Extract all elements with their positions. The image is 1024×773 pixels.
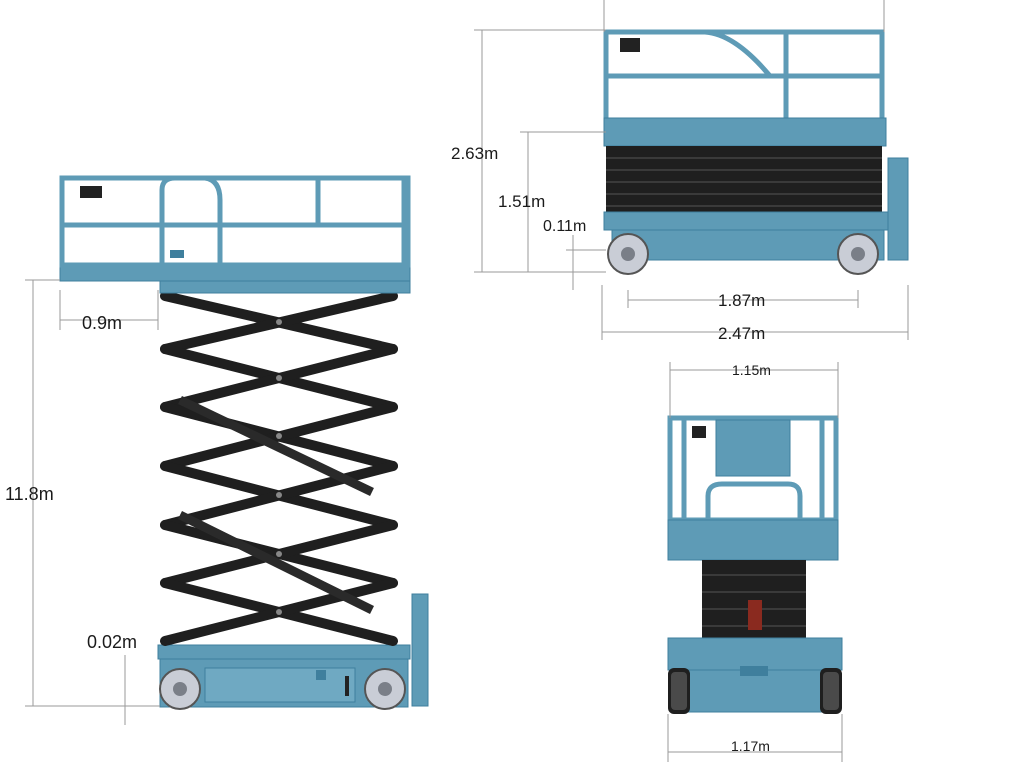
front-view (667, 415, 843, 714)
extended-scissor-stack (160, 291, 398, 646)
front-dimension-lines (667, 362, 843, 762)
extended-lift-cylinder-lower (178, 510, 374, 615)
label-overall-width: 1.17m (731, 738, 770, 754)
front-control-box (692, 426, 706, 438)
front-chassis-top (667, 637, 843, 671)
front-chassis-body (687, 669, 823, 713)
extended-lift-cylinder (178, 395, 374, 497)
stowed-side-view (603, 29, 909, 275)
extended-rear-wheel (159, 668, 201, 710)
label-stowed-height: 2.63m (451, 144, 498, 163)
extended-side-view (59, 175, 429, 710)
label-extended-height: 11.8m (5, 484, 54, 504)
front-access-panel (740, 666, 768, 676)
stowed-chassis-top (603, 211, 891, 231)
label-ground-clearance-extended: 0.02m (87, 632, 137, 652)
label-overall-length: 2.47m (718, 324, 765, 343)
front-left-wheel (668, 668, 690, 714)
extended-dimension-lines (25, 279, 160, 725)
stowed-scissor-lines (606, 157, 882, 207)
stowed-rear-post (887, 157, 909, 261)
extended-scissor-pins (276, 319, 282, 615)
front-gate-panel (715, 419, 791, 477)
label-platform-height-stowed: 1.51m (498, 192, 545, 211)
label-platform-width: 1.15m (732, 362, 771, 378)
stowed-platform-deck (603, 117, 887, 147)
front-right-wheel (820, 668, 842, 714)
stowed-front-wheel (837, 233, 879, 275)
stowed-dimension-lines (474, 0, 909, 340)
label-deck-extension: 0.9m (82, 313, 122, 333)
stowed-rear-wheel (607, 233, 649, 275)
stowed-control-box (620, 38, 640, 52)
stowed-scissor-pack (606, 146, 882, 212)
extended-platform (59, 175, 411, 294)
label-wheelbase: 1.87m (718, 291, 765, 310)
stowed-guardrail (603, 29, 885, 123)
front-scissor-pack (702, 560, 806, 638)
label-ground-clearance-stowed: 0.11m (543, 218, 586, 235)
front-platform-deck (667, 519, 839, 561)
extended-front-wheel (364, 668, 406, 710)
